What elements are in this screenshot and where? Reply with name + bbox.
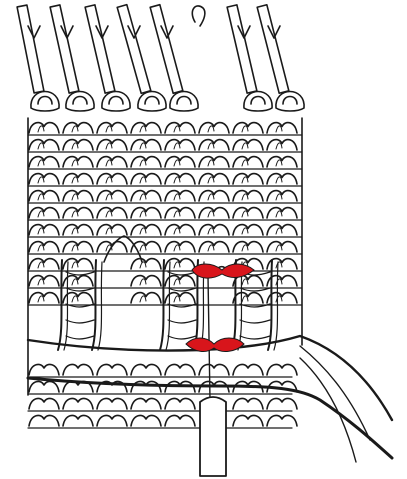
needle-loop [244,92,272,112]
hook-handle [200,397,226,476]
needle-loop [31,92,59,112]
needle-loop [170,92,198,112]
needle-loop [102,92,130,112]
needle-loop [138,92,166,112]
needle-loop [66,92,94,112]
needle-loop [276,92,304,112]
